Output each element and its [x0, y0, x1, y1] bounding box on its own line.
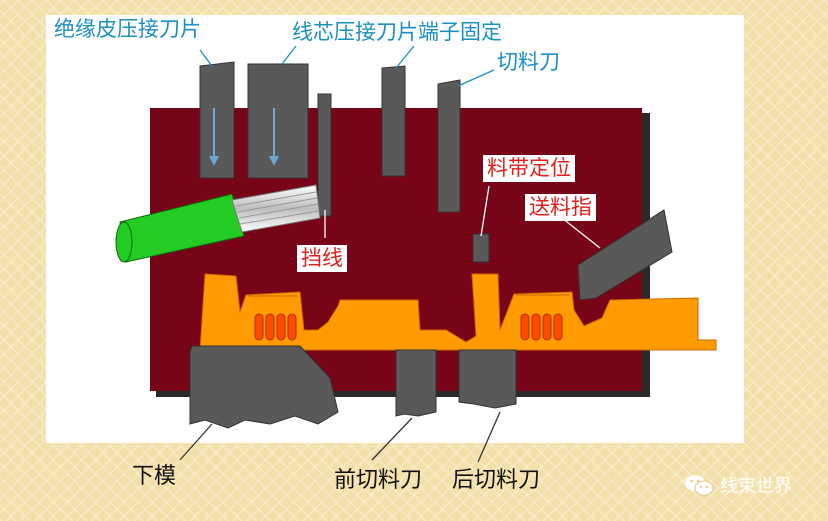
label-rear-cutter: 后切料刀: [452, 468, 541, 493]
label-insulation-blade: 绝缘皮压接刀片: [54, 17, 201, 41]
terminal-strip: [199, 273, 717, 351]
wire-end: [115, 221, 133, 263]
lower-die: [189, 345, 339, 429]
terminal-fixing-blade: [381, 65, 406, 177]
insulation-crimp-blade: [199, 61, 235, 179]
label-cutter: 切料刀: [497, 50, 560, 74]
core-crimp-blade: [247, 63, 309, 179]
label-front-cutter: 前切料刀: [334, 468, 423, 493]
wire-strands: [231, 184, 321, 233]
front-cutter: [395, 349, 437, 417]
strand-lines: [235, 191, 320, 225]
bottom-leader-lines: [179, 411, 501, 463]
label-core-blade-fixed: 线芯压接刀片端子固定: [292, 20, 502, 44]
leader-lines: [199, 45, 495, 87]
strip-locator-pin: [472, 233, 490, 263]
cutter-blade: [437, 79, 461, 213]
label-lower-die: 下模: [132, 464, 177, 489]
callout-lines: [324, 185, 601, 249]
wechat-icon: [685, 475, 714, 496]
label-feed-finger: 送料指: [525, 194, 596, 221]
down-arrow-1-head: [209, 156, 219, 166]
watermark-text: 线束世界: [720, 476, 792, 497]
label-strip-locator: 料带定位: [483, 155, 575, 182]
terminal-tooth-marks: [248, 294, 570, 297]
watermark: 线束世界: [684, 472, 792, 498]
crimp-serrations-left: [254, 313, 297, 341]
wire-stop-plate: [317, 93, 332, 217]
crimp-serrations-right: [520, 313, 563, 341]
rear-cutter: [458, 349, 517, 409]
down-arrow-2-head: [269, 156, 279, 166]
feed-finger: [577, 209, 673, 301]
label-wire-stop: 挡线: [297, 245, 347, 272]
